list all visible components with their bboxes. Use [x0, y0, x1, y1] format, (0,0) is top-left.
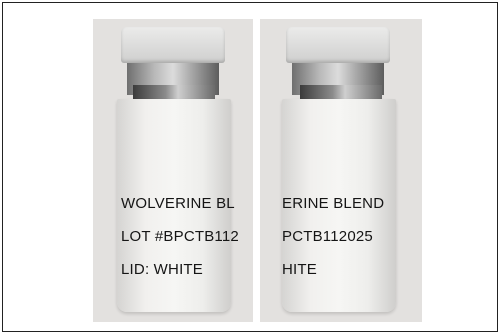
label-lid-color: HITE [282, 261, 317, 278]
vial-photo-right: ERINE BLEND PCTB112025 HITE [260, 19, 422, 322]
vial-cap [121, 27, 225, 63]
photo-frame: WOLVERINE BL LOT #BPCTB112 LID: WHITE ER… [2, 2, 498, 332]
label-product-name: ERINE BLEND [282, 195, 385, 212]
vial-label: WOLVERINE BL LOT #BPCTB112 LID: WHITE [117, 99, 239, 312]
vial-cap [286, 27, 390, 63]
vial-photo-left: WOLVERINE BL LOT #BPCTB112 LID: WHITE [93, 19, 253, 322]
vial-label: ERINE BLEND PCTB112025 HITE [282, 99, 396, 312]
label-lid-color: LID: WHITE [121, 261, 204, 278]
label-lot-number: LOT #BPCTB112 [121, 228, 239, 245]
label-lot-number: PCTB112025 [282, 228, 373, 245]
label-product-name: WOLVERINE BL [121, 195, 235, 212]
